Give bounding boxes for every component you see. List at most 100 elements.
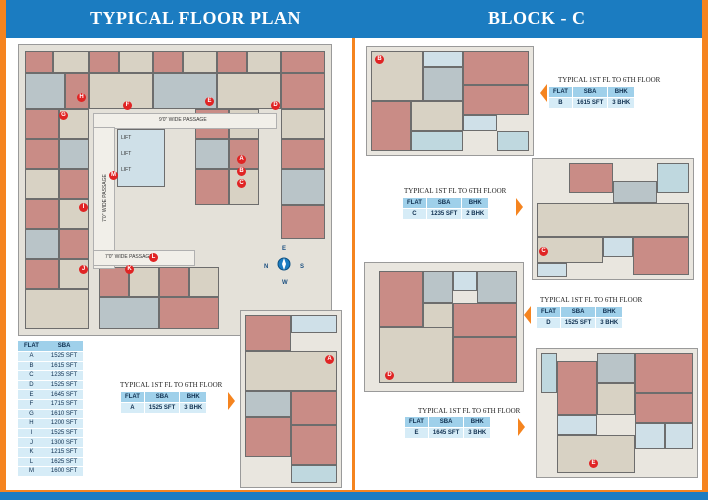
room (633, 237, 689, 275)
passage-bottom (93, 250, 195, 266)
compass-w: W (282, 280, 288, 286)
flat-badge-b: B (237, 167, 246, 176)
cell: SBA (571, 86, 609, 98)
cell: FLAT (536, 306, 561, 318)
header-bar (0, 0, 708, 38)
room (25, 199, 59, 229)
arrow-icon (516, 198, 523, 216)
cell: E (404, 427, 429, 439)
right-border (702, 0, 708, 500)
room (217, 51, 247, 73)
sba-header-sba: SBA (44, 341, 84, 352)
room (245, 351, 337, 391)
room (291, 465, 337, 483)
cell: 3 BHK (607, 97, 636, 109)
flat-badge-c: C (539, 247, 548, 256)
room (635, 423, 665, 449)
flat-badge-e: E (589, 459, 598, 468)
room (25, 259, 59, 289)
arrow-icon (228, 392, 235, 410)
floor-plan-overall: 9'0" WIDE PASSAGE 7'0" WIDE PASSAGE 7'0"… (18, 44, 332, 336)
passage-left (93, 127, 115, 269)
room (247, 51, 281, 73)
cell: 1615 SFT (571, 97, 609, 109)
room (281, 139, 325, 169)
cell: 1525 SFT (559, 317, 597, 329)
flat-badge-c: C (237, 179, 246, 188)
room (129, 267, 159, 297)
compass-e: E (282, 246, 287, 252)
flat-badge-d: D (271, 101, 280, 110)
cell: BHK (461, 197, 490, 209)
flat-a-title: TYPICAL 1ST FL TO 6TH FLOOR (120, 381, 223, 389)
passage-bottom-label: 7'0" WIDE PASSAGE (105, 254, 153, 260)
sba-header-flat: FLAT (18, 341, 45, 352)
compass-n: N (264, 264, 269, 270)
flat-badge-h: H (77, 93, 86, 102)
cell: 3 BHK (595, 317, 624, 329)
room (411, 101, 463, 131)
cell: A (18, 351, 45, 362)
lift-label-2: LIFT (121, 151, 132, 157)
arrow-icon (524, 306, 531, 324)
flat-badge-a: A (325, 355, 334, 364)
cell: BHK (463, 416, 492, 428)
room (569, 163, 613, 193)
cell: D (536, 317, 561, 329)
room (557, 435, 635, 473)
room (195, 169, 229, 205)
center-divider (352, 38, 355, 492)
cell: J (18, 437, 45, 448)
cell: SBA (425, 197, 463, 209)
cell: F (18, 398, 45, 410)
room (665, 423, 693, 449)
flat-e-title: TYPICAL 1ST FL TO 6TH FLOOR (418, 407, 521, 415)
cell: G (18, 408, 45, 419)
cell: 1525 SFT (44, 351, 84, 362)
room (281, 169, 325, 205)
room (423, 271, 453, 303)
flat-badge-f: F (123, 101, 132, 110)
cell: 1300 SFT (44, 437, 84, 448)
left-border (0, 0, 6, 500)
cell: BHK (595, 306, 624, 318)
cell: 3 BHK (179, 402, 208, 414)
passage-top-label: 9'0" WIDE PASSAGE (159, 117, 207, 123)
room (217, 73, 281, 109)
room (613, 181, 657, 203)
cell: E (18, 389, 45, 400)
cell: L (18, 456, 45, 467)
lift-label-3: LIFT (121, 167, 132, 173)
room (25, 169, 59, 199)
cell: D (18, 379, 45, 390)
room (371, 101, 411, 151)
room (411, 131, 463, 151)
room (25, 73, 65, 109)
room (597, 383, 635, 415)
flat-badge-l: L (149, 253, 158, 262)
cell: 3 BHK (463, 427, 492, 439)
cell: SBA (143, 391, 181, 403)
room (463, 51, 529, 85)
room (453, 337, 517, 383)
room (25, 139, 59, 169)
cell: 1525 SFT (44, 379, 84, 390)
compass-s: S (300, 264, 305, 270)
room (537, 263, 567, 277)
room (291, 425, 337, 465)
room (195, 139, 229, 169)
cell: 1525 SFT (44, 427, 84, 438)
cell: 1615 SFT (44, 360, 84, 371)
